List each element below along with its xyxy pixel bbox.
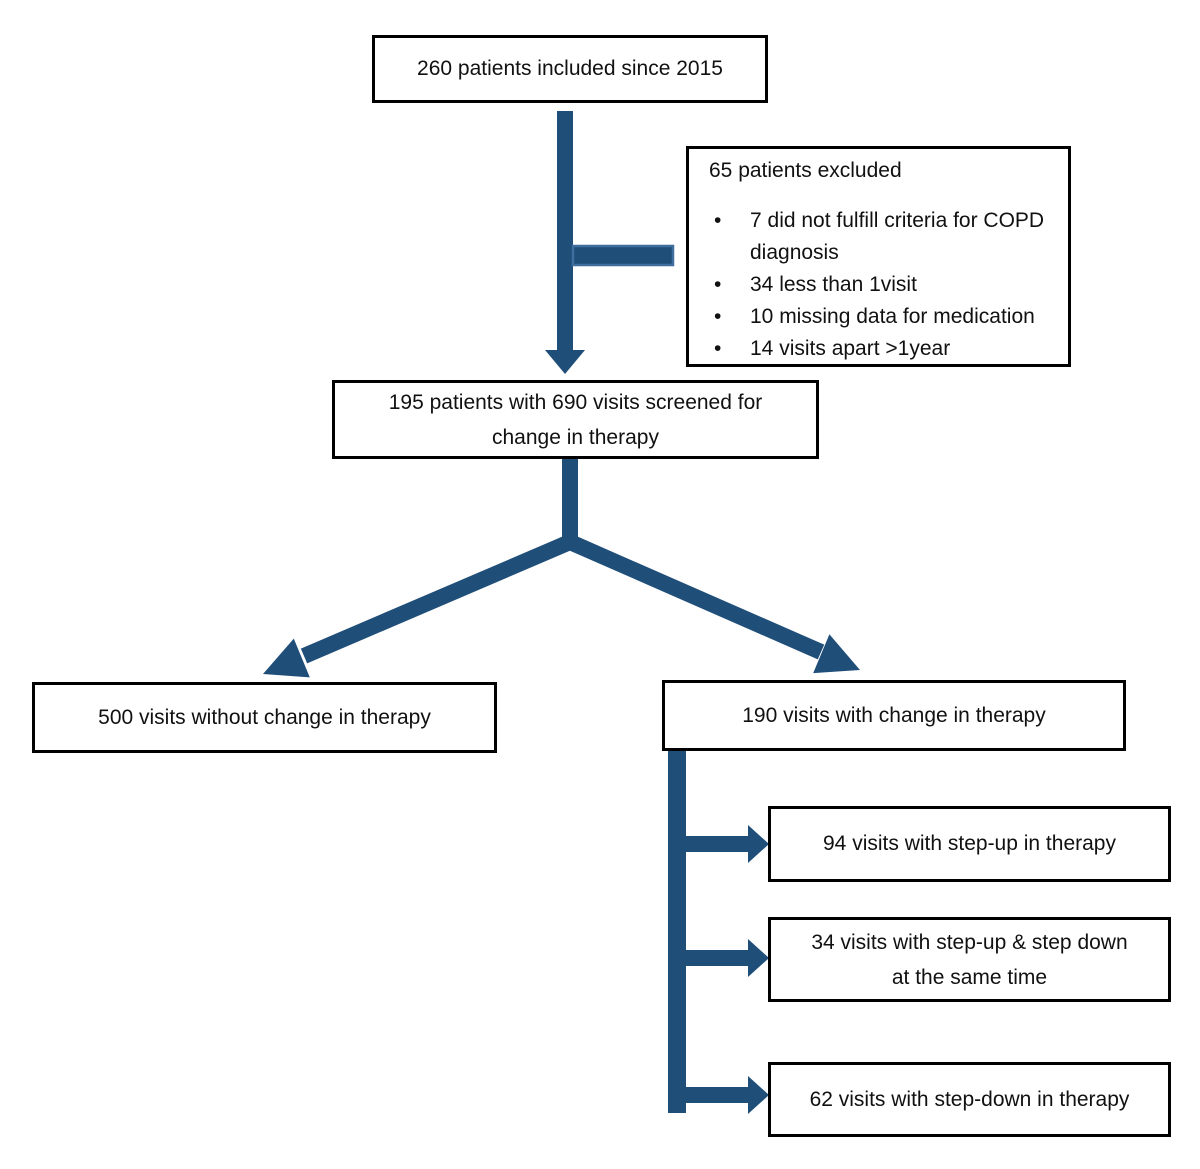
- arrow-included-screened-head: [545, 350, 585, 374]
- bullet-icon: •: [714, 337, 722, 360]
- excluded-bullet-item: • 7 did not fulfill criteria for COPD di…: [709, 205, 1054, 269]
- excluded-bullet-text: 34 less than 1visit: [750, 273, 917, 296]
- box-included-label: 260 patients included since 2015: [417, 57, 723, 81]
- split-left-arrow-head: [263, 638, 310, 678]
- box-screened: 195 patients with 690 visits screened fo…: [332, 380, 819, 459]
- excluded-bullet-list: • 7 did not fulfill criteria for COPD di…: [709, 205, 1054, 365]
- bullet-icon: •: [714, 273, 722, 296]
- box-step-up: 94 visits with step-up in therapy: [768, 806, 1171, 882]
- box-step-down: 62 visits with step-down in therapy: [768, 1062, 1171, 1137]
- arrow-included-screened-shaft: [557, 111, 573, 353]
- arrow-step-up-down-head: [748, 939, 769, 977]
- box-step-down-label: 62 visits with step-down in therapy: [809, 1087, 1130, 1111]
- arrow-step-up-head: [748, 825, 769, 863]
- split-stem: [562, 458, 578, 548]
- box-screened-line1: 195 patients with 690 visits screened fo…: [388, 390, 763, 414]
- bullet-icon: •: [714, 209, 722, 232]
- excluded-branch-bar: [571, 244, 675, 267]
- split-right-shaft: [566, 534, 825, 660]
- box-step-up-down-line2: at the same time: [891, 965, 1048, 989]
- arrow-step-up-shaft: [686, 836, 748, 852]
- box-no-change-label: 500 visits without change in therapy: [98, 705, 431, 729]
- change-stem: [668, 751, 686, 1113]
- excluded-bullet-text: 7 did not fulfill criteria for COPD diag…: [750, 209, 1045, 264]
- arrow-step-down-shaft: [686, 1087, 748, 1103]
- box-change: 190 visits with change in therapy: [662, 680, 1126, 751]
- box-step-up-label: 94 visits with step-up in therapy: [823, 832, 1116, 856]
- excluded-bullet-item: • 14 visits apart >1year: [709, 333, 1054, 365]
- box-screened-label: 195 patients with 690 visits screened fo…: [389, 385, 763, 455]
- excluded-bullet-text: 14 visits apart >1year: [750, 337, 951, 360]
- arrow-step-down-head: [748, 1076, 769, 1114]
- box-no-change: 500 visits without change in therapy: [32, 682, 497, 753]
- arrow-step-up-down-shaft: [686, 950, 748, 966]
- box-step-up-down-line1: 34 visits with step-up & step down: [811, 930, 1128, 954]
- box-step-up-down-label: 34 visits with step-up & step down at th…: [811, 925, 1127, 995]
- box-step-up-down: 34 visits with step-up & step down at th…: [768, 917, 1171, 1002]
- excluded-bullet-item: • 10 missing data for medication: [709, 301, 1054, 333]
- box-change-label: 190 visits with change in therapy: [742, 703, 1046, 727]
- excluded-bullet-item: • 34 less than 1visit: [709, 269, 1054, 301]
- split-left-shaft: [300, 534, 574, 664]
- box-screened-line2: change in therapy: [492, 425, 659, 449]
- split-right-arrow-head: [813, 634, 860, 674]
- box-excluded: 65 patients excluded • 7 did not fulfill…: [686, 146, 1071, 367]
- box-included: 260 patients included since 2015: [372, 35, 768, 103]
- excluded-bullet-text: 10 missing data for medication: [750, 305, 1035, 328]
- box-excluded-title: 65 patients excluded: [709, 159, 902, 182]
- bullet-icon: •: [714, 305, 722, 328]
